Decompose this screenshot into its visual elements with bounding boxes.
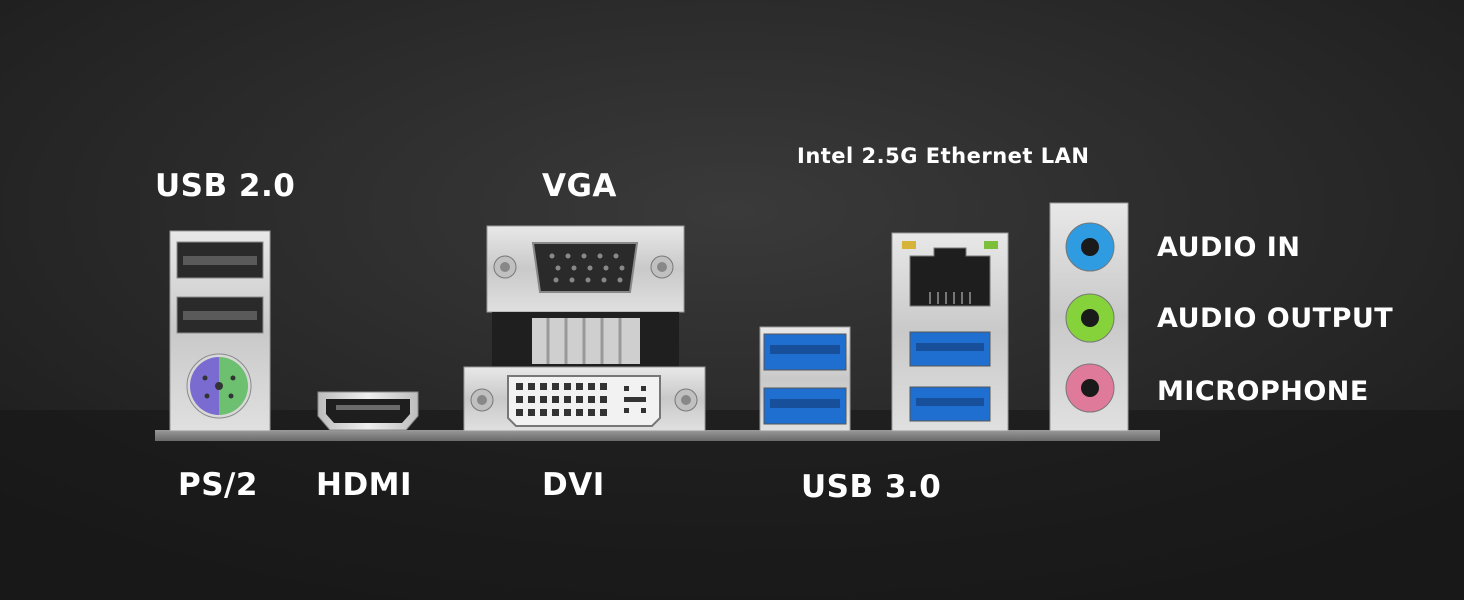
label-audio-in: AUDIO IN: [1157, 232, 1301, 263]
label-microphone: MICROPHONE: [1157, 376, 1369, 407]
label-ps2: PS/2: [178, 467, 258, 503]
io-shield-plate: [155, 430, 1160, 441]
label-hdmi: HDMI: [316, 467, 413, 503]
usb2-ps2-stack: [169, 230, 271, 432]
label-audio-output: AUDIO OUTPUT: [1157, 303, 1394, 334]
label-usb2: USB 2.0: [155, 168, 296, 204]
vga-port: [531, 242, 639, 293]
label-lan: Intel 2.5G Ethernet LAN: [797, 144, 1090, 168]
label-vga: VGA: [542, 168, 617, 204]
label-usb3: USB 3.0: [801, 469, 942, 505]
lan-usb3-stack: [891, 232, 1009, 432]
label-dvi: DVI: [542, 467, 605, 503]
audio-stack: [1049, 202, 1129, 432]
ethernet-port: [909, 247, 991, 307]
hdmi-port: [317, 391, 419, 431]
vga-dvi-block: [463, 225, 706, 432]
usb3-stack: [759, 326, 851, 432]
